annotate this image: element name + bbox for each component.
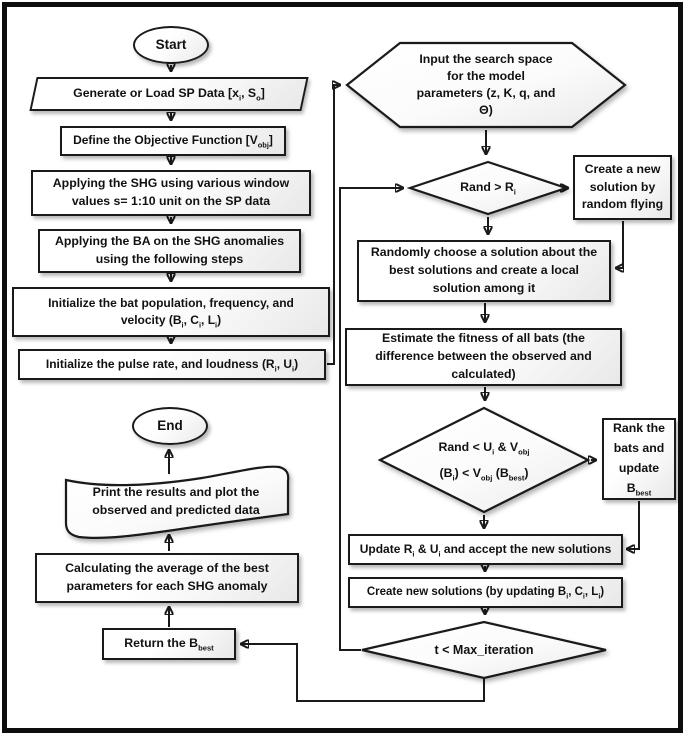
node-return-best: Return the Bbest [102, 628, 236, 660]
node-start-label: Start [155, 37, 187, 53]
node-create-new-solutions: Create new solutions (by updating Bi, Ci… [348, 577, 623, 608]
decision-rand-lt-u-label: Rand < Ui & Vobj(Bi) < Vobj (Bbest) [438, 439, 530, 483]
decision-max-iteration: t < Max_iteration [360, 620, 608, 680]
node-create-new-solutions-label: Create new solutions (by updating Bi, Ci… [366, 586, 605, 601]
node-init-pulse-loudness-label: Initialize the pulse rate, and loudness … [45, 356, 299, 374]
arrow-createrandom-to-choose [616, 221, 624, 268]
node-start: Start [133, 26, 209, 64]
decision-rand-gt-r: Rand > Ri [406, 160, 570, 216]
decision-rand-lt-u: Rand < Ui & Vobj(Bi) < Vobj (Bbest) [377, 406, 591, 514]
decision-max-iteration-label: t < Max_iteration [434, 642, 534, 657]
node-update-r-u: Update Ri & Ui and accept the new soluti… [348, 534, 623, 565]
node-update-r-u-label: Update Ri & Ui and accept the new soluti… [359, 541, 612, 559]
node-generate-data-label: Generate or Load SP Data [xi, So] [73, 86, 265, 103]
node-init-bat-population-label: Initialize the bat population, frequency… [48, 295, 294, 330]
decision-rand-gt-r-label: Rand > Ri [460, 180, 516, 197]
node-init-bat-population: Initialize the bat population, frequency… [12, 287, 330, 337]
node-return-best-label: Return the Bbest [124, 636, 214, 653]
wave-document-shape [64, 465, 290, 540]
node-init-pulse-loudness: Initialize the pulse rate, and loudness … [18, 349, 326, 380]
node-end-label: End [157, 418, 183, 434]
node-end: End [132, 407, 208, 445]
arrow-initpulse-to-searchspace [327, 85, 340, 365]
node-define-objective-label: Define the Objective Function [Vobj] [73, 133, 273, 150]
hexagon-shape [345, 41, 627, 129]
arrow-maxiter-to-returnbest [241, 644, 485, 702]
node-define-objective: Define the Objective Function [Vobj] [60, 126, 286, 156]
arrow-maxiter-loop-to-randr [339, 188, 403, 651]
diamond-shape [361, 620, 607, 680]
node-generate-data: Generate or Load SP Data [xi, So] [29, 77, 309, 111]
arrow-rank-to-update [627, 501, 640, 549]
